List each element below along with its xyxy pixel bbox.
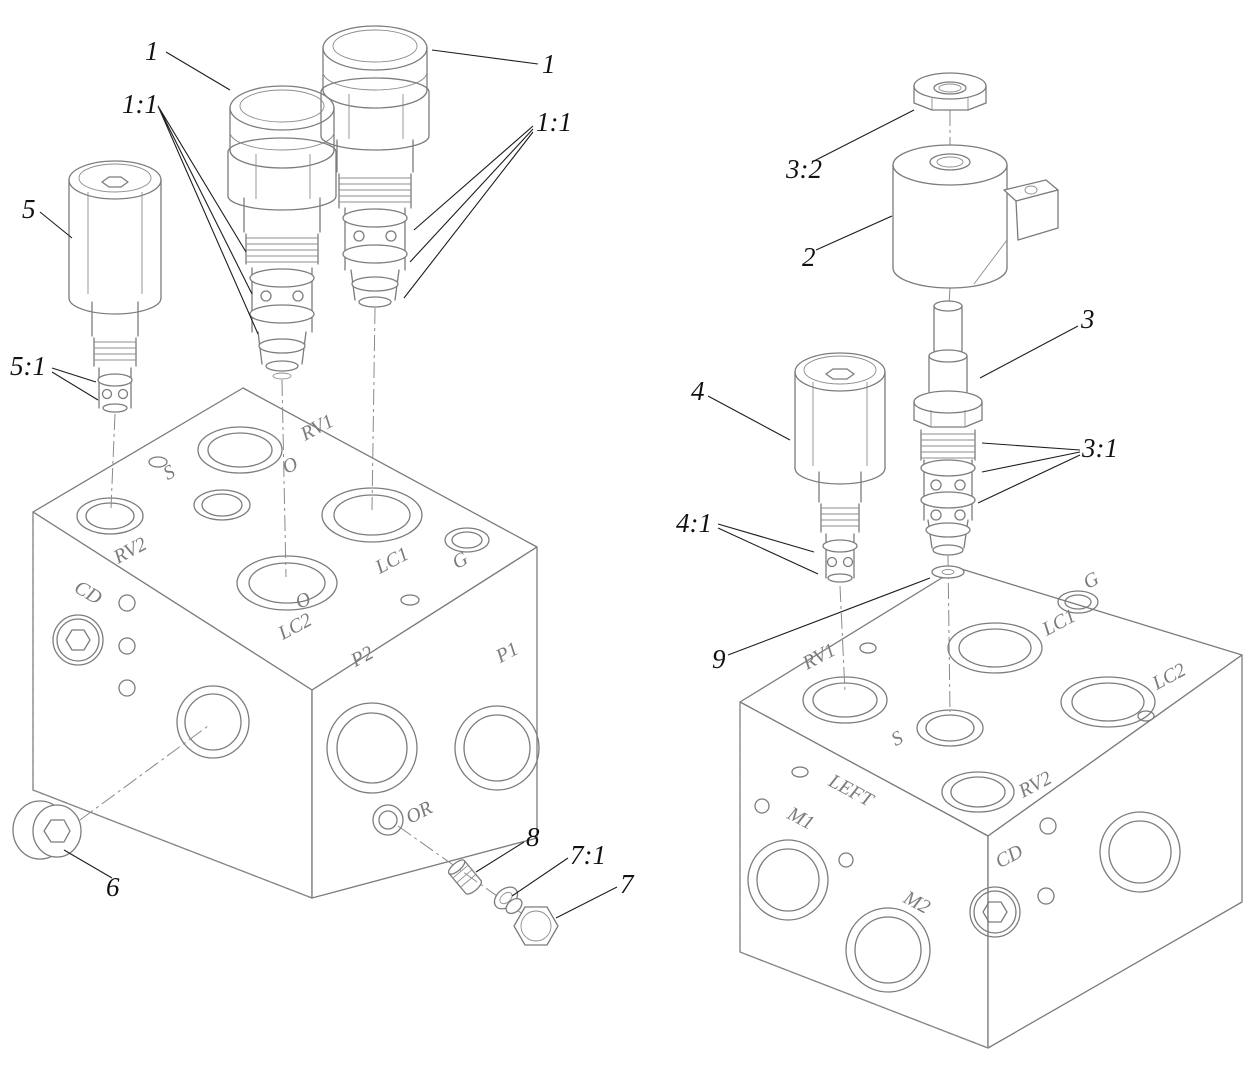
port-rv1-right (802, 676, 888, 724)
callout-1-1-right: 1:1 (536, 107, 572, 137)
callout-1-1-left: 1:1 (122, 89, 158, 119)
port-label-g-right: G (1080, 567, 1104, 593)
manifold-block-right: RV1 S G LC1 LC2 RV2 LEFT M1 M2 CD (739, 567, 1243, 1049)
cartridge-valve-item1-right (320, 25, 430, 308)
small-hole (1137, 710, 1155, 722)
callout-6: 6 (106, 872, 120, 902)
hex-socket-icon (43, 819, 71, 843)
port-lc1-left (321, 487, 423, 543)
small-hole (148, 456, 168, 468)
callout-3-2: 3:2 (785, 154, 822, 184)
callout-9: 9 (712, 644, 726, 674)
callout-5: 5 (22, 194, 36, 224)
small-hole (859, 642, 877, 654)
orifice-screw-item8 (447, 859, 483, 895)
small-hole (838, 852, 854, 868)
callout-4: 4 (691, 376, 705, 406)
port-g-right (1057, 590, 1099, 614)
cartridge-valve-item1-left (227, 85, 337, 380)
callout-5-1: 5:1 (10, 351, 46, 381)
cartridge-seals-item3-1 (920, 429, 976, 556)
port-rv1-left (197, 426, 283, 474)
manifold-block-left: RV1 S O LC1 G RV2 O LC2 CD P2 P1 OR (32, 387, 540, 899)
small-hole (400, 594, 420, 606)
port-cd-right (969, 886, 1021, 938)
plug-bore-left-face (176, 685, 250, 759)
coil-nut-item3-2 (913, 72, 987, 111)
callout-2: 2 (802, 242, 816, 272)
hex-plug-item7 (505, 897, 559, 946)
leader-lines (39, 49, 1081, 919)
port-p1 (454, 705, 540, 791)
port-rv2-right (941, 771, 1015, 813)
relief-valve-item4 (794, 352, 886, 583)
callout-3: 3 (1080, 304, 1095, 334)
port-m2 (845, 907, 931, 993)
callout-7-1: 7:1 (570, 840, 606, 870)
small-hole (1039, 817, 1057, 835)
socket-plug-item6 (12, 800, 82, 860)
port-s-left (193, 489, 251, 521)
callout-numbers: 1 1 1:1 1:1 5 5:1 6 8 7:1 7 3:2 2 3 3:1 … (10, 36, 1118, 902)
port-lc2-left (236, 555, 338, 611)
small-hole (754, 798, 770, 814)
hex-head-icon (513, 906, 559, 946)
solenoid-coil-item2 (892, 144, 1059, 289)
callout-8: 8 (526, 822, 540, 852)
callout-3-1: 3:1 (1081, 433, 1118, 463)
small-hole (118, 594, 136, 612)
callout-7: 7 (620, 869, 635, 899)
solenoid-valve-item3 (913, 300, 983, 556)
washer-item9 (931, 565, 965, 579)
small-hole (118, 637, 136, 655)
small-hole (1037, 887, 1055, 905)
bore-right-face (1099, 811, 1181, 893)
port-cd-left (52, 614, 104, 666)
callout-1-left: 1 (145, 36, 159, 66)
small-hole (118, 679, 136, 697)
port-lc1-right (947, 622, 1043, 674)
port-g-left (444, 527, 490, 553)
port-lc2-right (1060, 676, 1156, 728)
hex-socket-icon (101, 176, 129, 188)
callout-4-1: 4:1 (676, 508, 712, 538)
port-s-right (916, 709, 984, 747)
hex-socket-icon (825, 368, 855, 380)
port-or (372, 804, 404, 836)
port-p2 (326, 702, 418, 794)
relief-valve-item5 (68, 160, 162, 413)
callout-1-right: 1 (542, 49, 556, 79)
port-m1 (747, 839, 829, 921)
small-hole (791, 766, 809, 778)
port-rv2-left (76, 497, 144, 535)
